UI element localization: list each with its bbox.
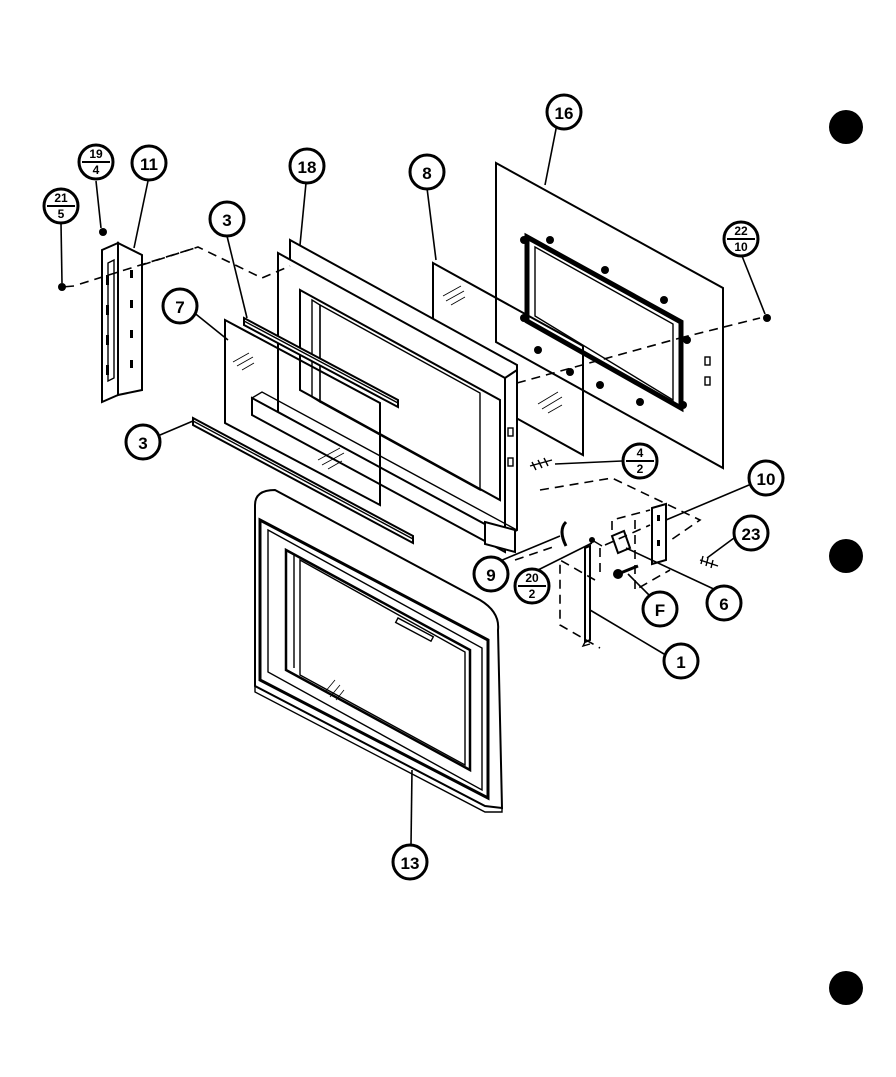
- bracket-10: [651, 502, 667, 566]
- svg-text:18: 18: [298, 158, 317, 177]
- svg-text:6: 6: [719, 595, 728, 614]
- hinge-11: [101, 241, 143, 404]
- leader-lines: [60, 123, 766, 846]
- callout-8: 8: [408, 153, 446, 191]
- svg-text:10: 10: [734, 240, 748, 254]
- callout-3-lower: 3: [124, 423, 162, 461]
- callout-9: 9: [472, 555, 510, 593]
- svg-text:10: 10: [757, 470, 776, 489]
- svg-text:20: 20: [525, 571, 539, 585]
- svg-text:8: 8: [422, 164, 431, 183]
- screw-21-5: [58, 283, 75, 291]
- callout-19-4: 19 4: [77, 143, 115, 181]
- back-panel-16: [495, 161, 724, 470]
- svg-text:19: 19: [89, 147, 103, 161]
- svg-text:3: 3: [222, 211, 231, 230]
- svg-text:7: 7: [175, 298, 184, 317]
- bolt-20-2: [589, 537, 603, 547]
- svg-text:22: 22: [734, 224, 748, 238]
- svg-text:21: 21: [54, 191, 68, 205]
- svg-text:11: 11: [140, 155, 158, 174]
- svg-text:4: 4: [637, 446, 644, 460]
- callout-F: F: [641, 590, 679, 628]
- svg-text:2: 2: [637, 462, 644, 476]
- callout-7: 7: [161, 287, 199, 325]
- punch-hole-middle: [829, 539, 863, 573]
- clip-9: [560, 520, 568, 547]
- svg-text:23: 23: [742, 525, 761, 544]
- callout-23: 23: [732, 514, 770, 552]
- latch-6: [610, 529, 632, 555]
- callout-10: 10: [747, 459, 785, 497]
- callout-22-10: 22 10: [722, 220, 760, 258]
- callout-18: 18: [288, 147, 326, 185]
- callout-20-2: 20 2: [513, 567, 551, 605]
- svg-text:2: 2: [529, 587, 536, 601]
- svg-text:13: 13: [401, 854, 420, 873]
- screw-4-2: [529, 457, 553, 471]
- strip-3-lower: [192, 416, 414, 545]
- outer-glass-7: [224, 318, 381, 507]
- screw-23: [699, 555, 719, 569]
- callout-16: 16: [545, 93, 583, 131]
- punch-hole-top: [829, 110, 863, 144]
- callout-13: 13: [391, 843, 429, 881]
- svg-text:3: 3: [138, 434, 147, 453]
- front-door-13: [254, 488, 504, 813]
- screw-19-4: [99, 228, 107, 236]
- punch-hole-bottom: [829, 971, 863, 1005]
- svg-text:9: 9: [486, 566, 495, 585]
- callout-4-2: 4 2: [621, 442, 659, 480]
- svg-text:16: 16: [555, 104, 574, 123]
- rod-1: [581, 544, 591, 648]
- punch-holes: [829, 110, 863, 1005]
- callout-6: 6: [705, 584, 743, 622]
- callout-3-upper: 3: [208, 200, 246, 238]
- screw-22-10: [763, 314, 771, 322]
- assembly-dashed-lines: [79, 246, 761, 649]
- svg-text:5: 5: [58, 207, 65, 221]
- callout-1: 1: [662, 642, 700, 680]
- svg-text:4: 4: [93, 163, 100, 177]
- callout-21-5: 21 5: [42, 187, 80, 225]
- inner-frame-18: [250, 238, 518, 554]
- svg-text:1: 1: [676, 653, 685, 672]
- callout-11: 11: [130, 144, 168, 182]
- svg-text:F: F: [655, 601, 665, 620]
- strip-3-upper: [243, 316, 399, 409]
